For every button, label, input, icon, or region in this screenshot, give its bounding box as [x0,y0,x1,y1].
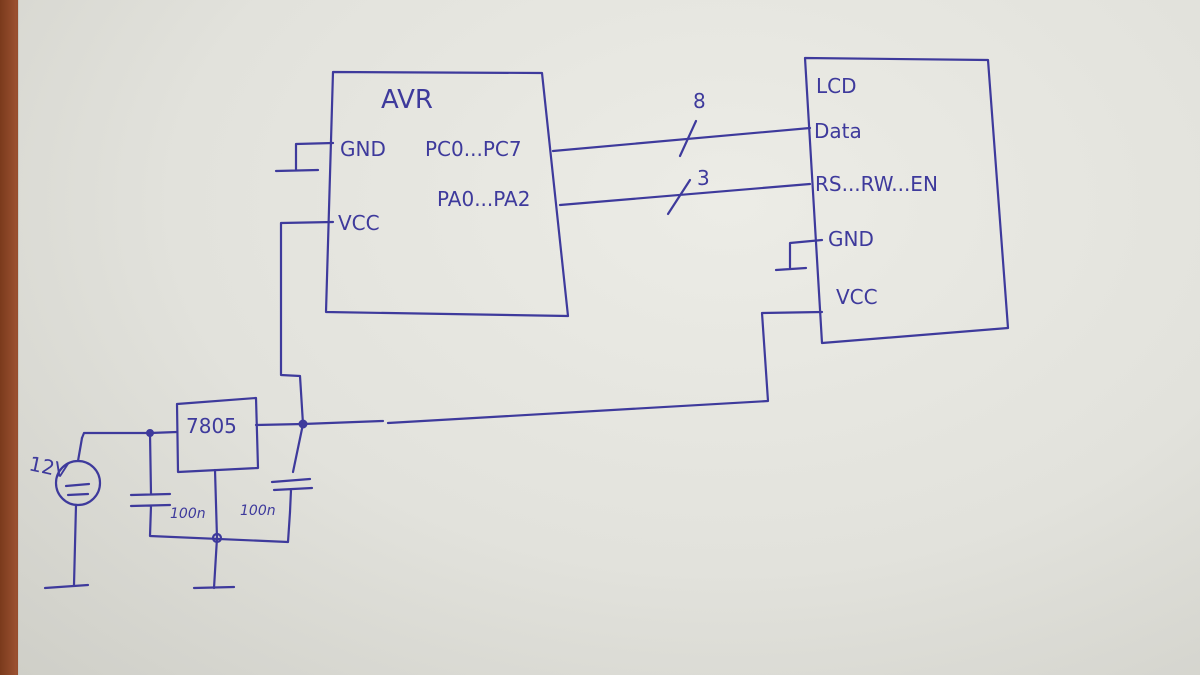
regulator-output-wire [254,419,385,427]
lcd-pin-vcc: VCC [836,285,878,309]
input-capacitor-value: 100n [170,506,206,522]
control-bus-slash [666,178,692,216]
source-wire [72,436,84,587]
avr-pin-gnd: GND [340,137,386,161]
lcd-ground-symbol [774,238,824,272]
lcd-pin-ctrl: RS...RW...EN [815,172,938,196]
regulator-box [175,396,260,474]
regulator-ground-symbol [192,585,236,590]
lcd-vcc-wire [386,310,824,425]
avr-port-a: PA0...PA2 [437,187,530,211]
input-capacitor [129,431,292,544]
lcd-pin-gnd: GND [828,227,874,251]
output-capacitor [270,422,314,514]
control-bus-width: 3 [697,166,710,190]
regulator-label: 7805 [186,414,237,438]
data-bus-slash [678,119,698,158]
regulator-ground-wire [212,468,219,590]
data-bus-width: 8 [693,89,706,113]
output-capacitor-value: 100n [240,503,276,519]
avr-box [324,70,570,318]
source-ground-symbol [43,583,90,590]
data-bus-wire [551,126,812,153]
control-bus-wire [558,182,812,207]
avr-title: AVR [381,85,433,115]
avr-port-c: PC0...PC7 [425,137,522,161]
source-voltage-label: 12V [27,451,71,483]
lcd-title: LCD [816,74,857,98]
lcd-box [803,56,1010,345]
lcd-pin-data: Data [814,119,862,143]
avr-vcc-wire [279,220,335,426]
avr-pin-vcc: VCC [338,211,380,235]
input-wire [80,430,179,440]
avr-ground-symbol [274,141,335,173]
ground-junction [211,532,223,544]
vcc-junction [298,419,308,429]
voltage-source-polarity [64,482,91,497]
